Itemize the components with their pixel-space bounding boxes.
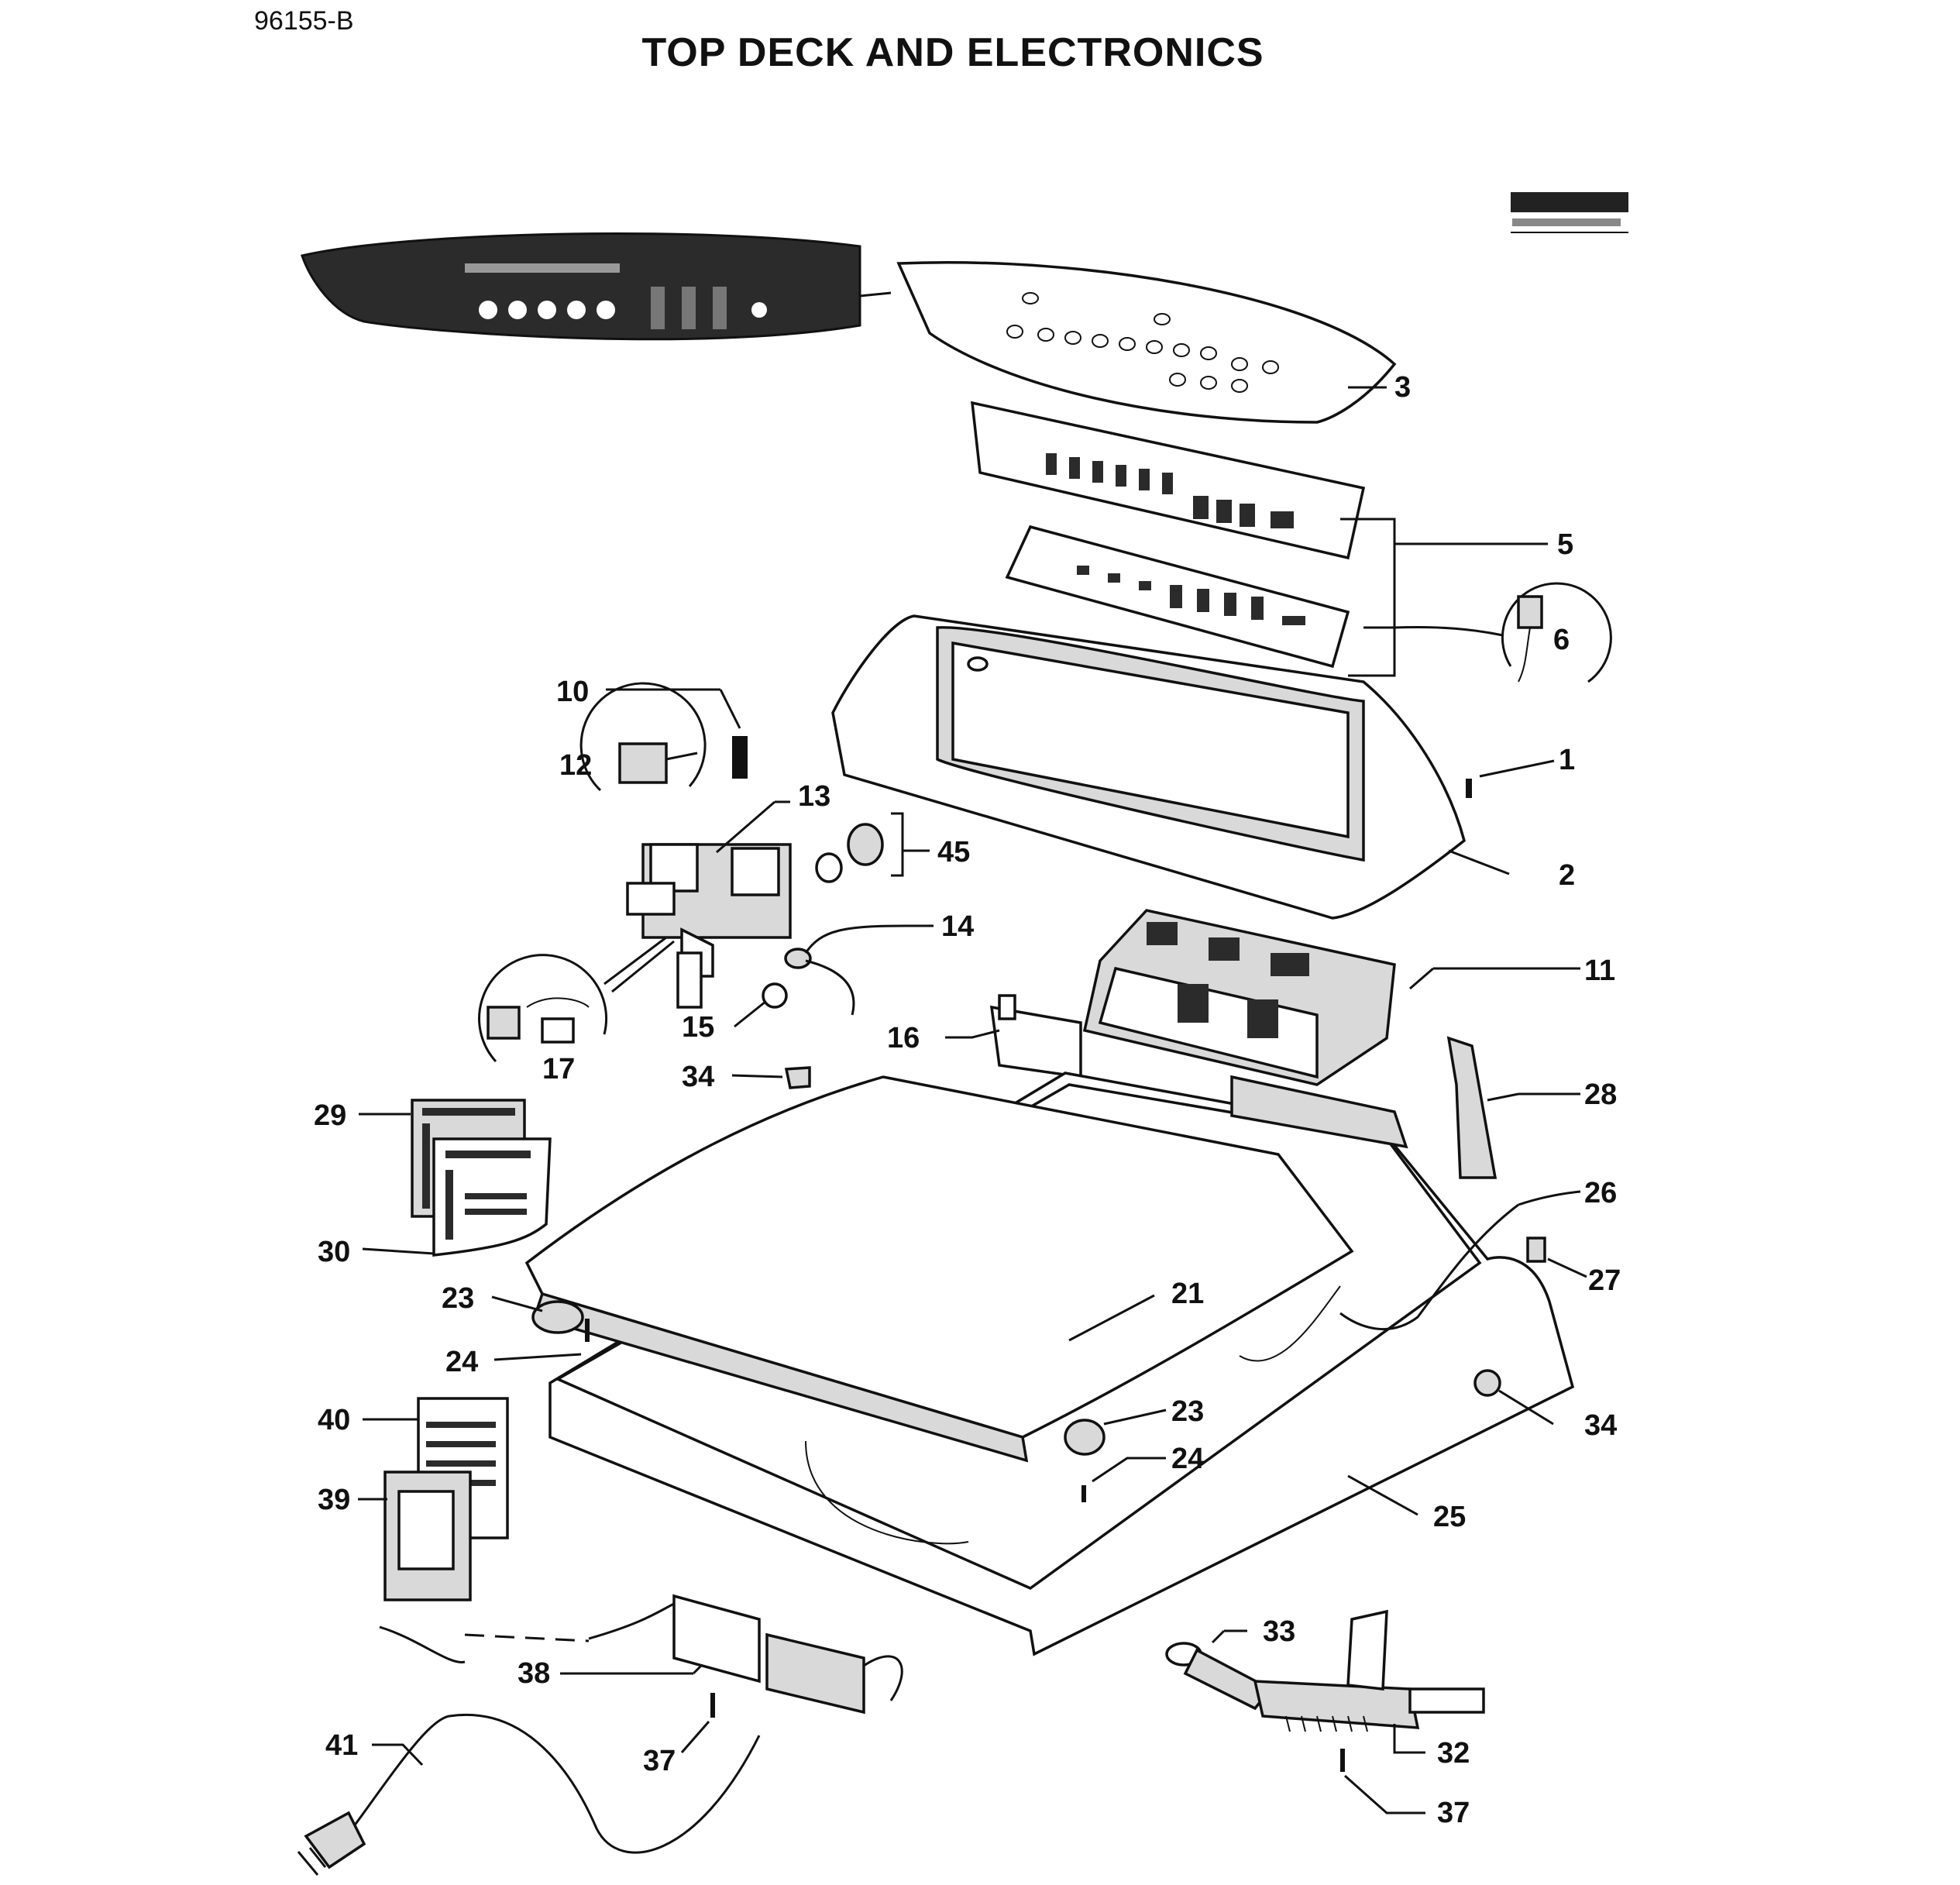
callout-29: 29	[314, 1099, 346, 1132]
callout-41: 41	[325, 1729, 358, 1762]
callout-11: 11	[1584, 955, 1615, 987]
wire-part-26	[1339, 1190, 1581, 1331]
callout-40: 40	[318, 1404, 350, 1436]
callout-32: 32	[1437, 1737, 1470, 1770]
callout-24-upper: 24	[445, 1346, 478, 1378]
callout-30: 30	[318, 1236, 350, 1268]
callout-38: 38	[518, 1657, 550, 1690]
clip-part-34-upper	[731, 1066, 811, 1089]
callout-37-right: 37	[1437, 1797, 1470, 1829]
bumper-part-23-right	[1064, 1409, 1167, 1456]
lid-switch-part-38	[379, 1594, 903, 1715]
console-housing-part-2	[831, 614, 1466, 920]
switch-part-27	[1526, 1237, 1587, 1278]
callout-12: 12	[559, 749, 592, 782]
bumper-part-23-left	[491, 1295, 584, 1334]
callout-16: 16	[887, 1022, 920, 1054]
electronic-control-part-11	[1082, 909, 1580, 1086]
callout-14: 14	[941, 910, 974, 943]
brand-badge	[1511, 192, 1628, 233]
callout-6: 6	[1553, 624, 1570, 656]
connector-part-12	[579, 682, 707, 792]
callout-17: 17	[542, 1053, 575, 1085]
console-overlay-dark	[301, 232, 861, 341]
callout-21: 21	[1171, 1278, 1204, 1310]
hinge-part-28	[1446, 1036, 1580, 1179]
screw-part-10	[606, 688, 748, 779]
callouts: 3 5 6 10 12 13 1 45 2 14 11 17 15 16 34 …	[314, 371, 1621, 1829]
diagram-title: TOP DECK AND ELECTRONICS	[641, 30, 1264, 75]
callout-33: 33	[1263, 1615, 1295, 1648]
callout-24-lower: 24	[1171, 1443, 1204, 1475]
callout-34-upper: 34	[682, 1061, 714, 1093]
hinge-part-33	[1165, 1629, 1273, 1711]
callout-37-left: 37	[643, 1745, 676, 1777]
callout-27: 27	[1588, 1264, 1621, 1297]
callout-45: 45	[937, 836, 970, 869]
callout-28: 28	[1584, 1078, 1617, 1111]
water-valve-part-13	[626, 800, 792, 1009]
harness-part-17	[478, 936, 675, 1063]
callout-26: 26	[1584, 1177, 1617, 1209]
callout-23-lower: 23	[1171, 1395, 1204, 1428]
callout-2: 2	[1559, 859, 1575, 892]
screw-part-37-left	[680, 1693, 715, 1753]
callout-3: 3	[1394, 371, 1411, 404]
callout-23-upper: 23	[442, 1282, 474, 1315]
bag-part-39	[358, 1471, 472, 1601]
screw-part-24-right	[1081, 1457, 1166, 1502]
clip-part-34-lower	[1473, 1369, 1554, 1426]
hose-part-14	[784, 924, 934, 1016]
coupling-part-45	[815, 812, 930, 883]
motor-part-32	[1253, 1609, 1485, 1754]
callout-13: 13	[798, 780, 830, 813]
callout-39: 39	[318, 1484, 350, 1516]
lid-part-21	[524, 1075, 1354, 1463]
callout-5: 5	[1557, 528, 1573, 561]
power-cord-part-41	[297, 1713, 761, 1876]
screw-part-37-right	[1340, 1749, 1425, 1814]
callout-10: 10	[556, 676, 589, 708]
screw-part-1	[1466, 759, 1555, 798]
console-overlay-part-3	[896, 261, 1397, 424]
label-part-30	[362, 1137, 552, 1257]
bracket-part-16	[945, 994, 1082, 1079]
wire-harness-part-6	[1501, 582, 1612, 683]
callout-25: 25	[1433, 1501, 1466, 1533]
callout-1: 1	[1559, 744, 1575, 776]
callout-15: 15	[682, 1011, 714, 1044]
washer-part-15	[734, 982, 788, 1028]
screw-part-24-left	[493, 1319, 590, 1361]
callout-34-lower: 34	[1584, 1409, 1617, 1442]
control-panel-assembly-5	[970, 401, 1366, 669]
document-id: 96155-B	[254, 6, 354, 36]
